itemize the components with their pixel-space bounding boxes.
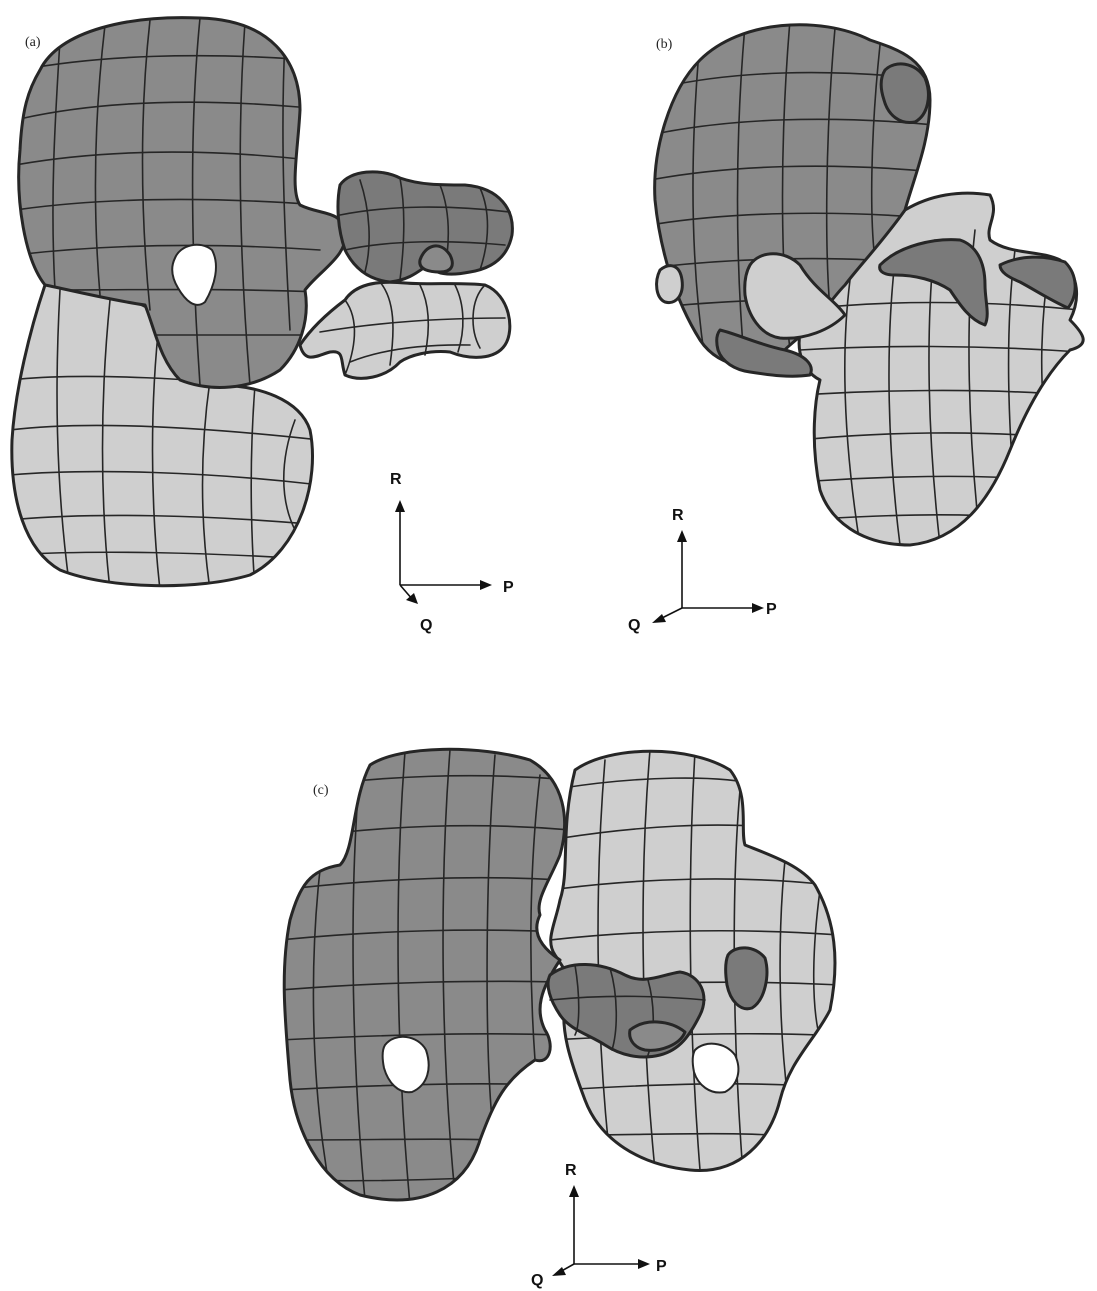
panel-b-axes: R P Q [628, 507, 777, 634]
panel-a-r-label: R [390, 471, 402, 488]
panel-c-r-label: R [565, 1162, 577, 1179]
panel-a-label: (a) [25, 35, 41, 50]
panel-a-q-label: Q [420, 617, 432, 634]
panel-a-axes: R P Q [390, 471, 514, 634]
panel-c: (c) [280, 749, 840, 1289]
panel-a-p-label: P [503, 579, 514, 596]
panel-b-label: (b) [656, 37, 673, 52]
panel-c-label: (c) [313, 783, 329, 798]
panel-b-q-label: Q [628, 617, 640, 634]
panel-c-dark-spot [726, 948, 767, 1009]
panel-a-light-arm [300, 282, 510, 378]
panel-c-p-label: P [656, 1258, 667, 1275]
panel-c-dark-domain [280, 749, 570, 1205]
panel-b-p-label: P [766, 601, 777, 618]
panel-b: (b) [628, 20, 1083, 634]
panel-a-dark-curl [338, 172, 512, 282]
panel-c-q-label: Q [531, 1272, 543, 1289]
panel-c-light-domain [550, 750, 840, 1170]
panel-c-axes: R P Q [531, 1162, 667, 1289]
panel-a: (a) [10, 18, 514, 634]
panel-b-r-label: R [672, 507, 684, 524]
